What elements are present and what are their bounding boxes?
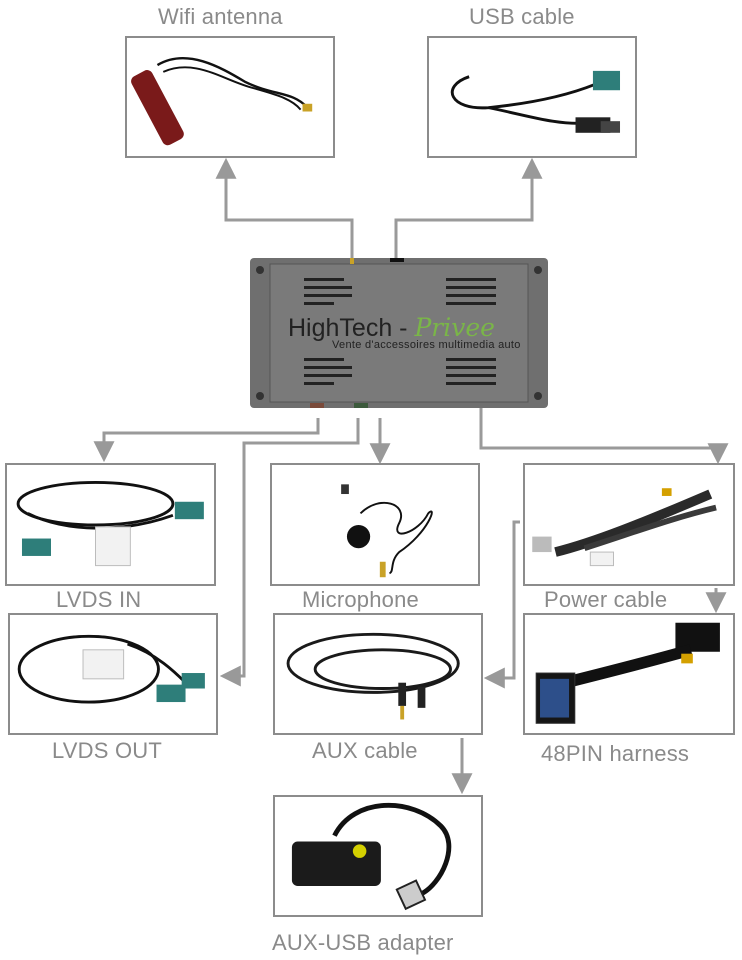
lvds-out-image <box>17 634 205 704</box>
brand-tagline: Vente d'accessoires multimedia auto <box>332 339 521 351</box>
label-48pin-harness: 48PIN harness <box>541 741 690 766</box>
label-aux-cable: AUX cable <box>312 738 418 763</box>
label-microphone: Microphone <box>302 587 419 612</box>
aux-usb-adapter-image <box>291 803 452 911</box>
lvds-in-box <box>5 463 216 586</box>
harness-image <box>535 622 720 724</box>
aux-cable-box <box>273 613 483 735</box>
wire-lvds-in <box>93 418 320 463</box>
aux-usb-adapter-box <box>273 795 483 917</box>
wifi-antenna-box <box>125 36 335 158</box>
lvds-out-box <box>8 613 218 735</box>
main-unit <box>250 252 548 411</box>
label-power-cable: Power cable <box>544 587 668 612</box>
wire-lvds-out <box>219 418 360 687</box>
wifi-antenna-image <box>131 56 313 146</box>
brand-name-accent: Privee <box>414 313 495 342</box>
power-cable-box <box>523 463 735 586</box>
label-lvds-in: LVDS IN <box>56 587 142 612</box>
wire-aux <box>483 520 520 689</box>
microphone-image <box>341 484 433 578</box>
wire-power <box>479 408 729 465</box>
microphone-box <box>270 463 480 586</box>
aux-cable-image <box>286 632 460 720</box>
brand-name-main: HighTech - <box>288 314 415 342</box>
power-cable-image <box>532 488 717 567</box>
brand-name: HighTech - Privee <box>288 313 495 343</box>
label-usb-cable: USB cable <box>469 4 575 29</box>
label-aux-usb-adapter: AUX-USB adapter <box>272 930 454 955</box>
usb-cable-image <box>450 70 621 133</box>
lvds-in-image <box>16 480 204 567</box>
label-lvds-out: LVDS OUT <box>52 738 162 763</box>
wire-wifi <box>215 157 354 258</box>
harness-box <box>523 613 735 735</box>
label-wifi-antenna: Wifi antenna <box>158 4 283 29</box>
usb-cable-box <box>427 36 637 158</box>
wire-usb <box>394 157 543 258</box>
